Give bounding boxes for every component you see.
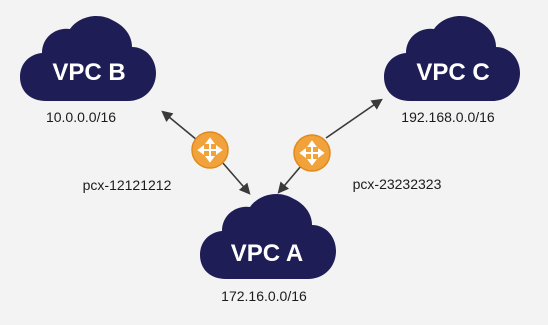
router-icon [191,131,229,169]
vpc-c-node: VPC C 192.168.0.0/16 [384,15,520,125]
peering-router-right: pcx-23232323 [293,134,442,192]
vpc-b-node: VPC B 10.0.0.0/16 [20,15,156,125]
arrow-router-right-to-vpcc [325,98,383,139]
vpc-a-cidr: 172.16.0.0/16 [221,288,307,304]
vpc-b-label: VPC B [52,59,125,86]
peering-router-left: pcx-12121212 [83,131,229,193]
vpc-c-cidr: 192.168.0.0/16 [401,109,495,125]
pcx-left-label: pcx-12121212 [83,177,172,193]
arrow-router-left-to-vpca [221,161,251,195]
router-icon [293,134,331,172]
vpc-a-node: VPC A 172.16.0.0/16 [200,193,336,304]
vpc-a-label: VPC A [231,240,303,267]
vpc-b-cidr: 10.0.0.0/16 [46,109,116,125]
arrow-vpcb-to-router-left [161,110,198,141]
pcx-right-label: pcx-23232323 [353,176,442,192]
connection-arrows [161,98,383,195]
arrow-router-right-to-vpca [277,165,302,194]
vpc-c-label: VPC C [416,59,489,86]
